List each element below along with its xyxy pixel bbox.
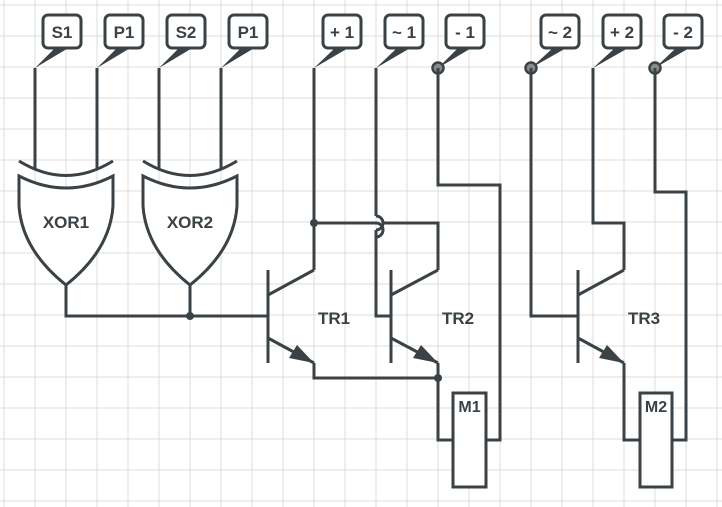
callout-pointer-icon — [35, 47, 70, 68]
input-label-text: - 1 — [455, 23, 475, 42]
tr3-transistor[interactable]: TR3 — [576, 268, 660, 365]
input-label-s1[interactable]: S1 — [35, 13, 83, 68]
callout-pointer-icon — [531, 47, 568, 68]
input-label-text: ~ 2 — [548, 23, 572, 42]
input-label-plus2[interactable]: + 2 — [593, 13, 643, 68]
xor1-input-arc — [18, 159, 114, 177]
input-label-text: S2 — [176, 23, 197, 42]
xor1-gate[interactable]: XOR1 — [17, 159, 115, 287]
tilde1-wires — [374, 68, 391, 318]
callout-pointer-icon — [655, 47, 691, 68]
input-label-plus1[interactable]: + 1 — [314, 13, 363, 68]
callout-pointer-icon — [438, 47, 473, 68]
input-label-text: + 2 — [610, 23, 634, 42]
input-label-text: P1 — [238, 23, 259, 42]
input-label-tilde1[interactable]: ~ 1 — [376, 13, 425, 68]
input-label-text: ~ 1 — [392, 23, 416, 42]
callout-pointer-icon — [593, 47, 630, 68]
wire-tilde1-bottom — [374, 230, 391, 318]
m1-label: M1 — [458, 399, 480, 416]
input-label-minus2[interactable]: - 2 — [648, 13, 704, 75]
xor1-label: XOR1 — [43, 213, 89, 232]
wire-minus1 — [436, 68, 502, 442]
xor-output-wires — [64, 285, 268, 320]
xor2-body — [141, 173, 239, 287]
input-label-tilde2[interactable]: ~ 2 — [524, 13, 581, 75]
m2-motor[interactable]: M2 — [638, 391, 674, 489]
callout-pointer-icon — [314, 47, 350, 68]
wire-tilde1-hop — [375, 214, 385, 232]
junction-dot-emitters — [434, 374, 442, 382]
tr3-label: TR3 — [628, 309, 660, 328]
junction-dot-plus1 — [310, 219, 318, 227]
xor2-input-arc — [142, 159, 238, 177]
wire-tr2-emitter-to-m1 — [436, 363, 453, 442]
junction-dot-xor — [186, 312, 194, 320]
wire-tilde2 — [529, 68, 578, 318]
wire-xor1-out — [64, 285, 268, 318]
callout-pointer-icon — [97, 47, 132, 68]
xor2-gate[interactable]: XOR2 — [141, 159, 239, 287]
tr1-transistor[interactable]: TR1 — [266, 268, 350, 365]
input-label-p1a[interactable]: P1 — [97, 13, 145, 68]
input-label-s2[interactable]: S2 — [159, 13, 207, 68]
m1-body — [451, 391, 488, 489]
callout-pointer-icon — [221, 47, 256, 68]
m2-body — [638, 391, 674, 489]
input-label-text: P1 — [114, 23, 135, 42]
tr3-emitter-arrow-icon — [599, 345, 624, 363]
xor2-label: XOR2 — [167, 213, 213, 232]
plus1-wires — [310, 68, 440, 270]
xor-input-wires — [33, 68, 223, 170]
input-label-text: - 2 — [673, 23, 693, 42]
callout-pointer-icon — [376, 47, 412, 68]
tr2-collector-leg — [390, 268, 439, 297]
input-label-p1b[interactable]: P1 — [221, 13, 269, 68]
tr2-transistor[interactable]: TR2 — [389, 268, 474, 365]
input-label-text: + 1 — [330, 23, 354, 42]
m2-label: M2 — [645, 399, 667, 416]
tr1-emitter-arrow-icon — [289, 345, 314, 363]
callout-pointer-icon — [159, 47, 194, 68]
m1-motor[interactable]: M1 — [451, 391, 488, 489]
wire-minus2 — [653, 68, 688, 442]
wire-tr3-emitter-to-m2 — [622, 363, 640, 442]
input-label-text: S1 — [52, 23, 73, 42]
wire-plus1-to-tr2-collector — [314, 221, 440, 270]
tr2-emitter-arrow-icon — [413, 345, 438, 363]
wire-plus2 — [591, 68, 626, 270]
xor1-body — [17, 173, 115, 287]
tr3-collector-leg — [577, 268, 625, 297]
tr2-label: TR2 — [442, 309, 474, 328]
input-label-minus1[interactable]: - 1 — [431, 13, 486, 75]
tr1-label: TR1 — [318, 309, 350, 328]
wire-tr1-emitter — [312, 363, 438, 380]
tr1-collector-leg — [267, 268, 315, 297]
